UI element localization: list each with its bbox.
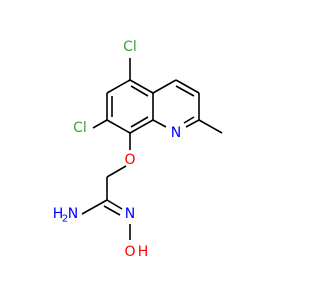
molecule-diagram: Cl Cl N O H 2 N N O H — [53, 39, 223, 260]
bond — [152, 119, 167, 128]
bond — [81, 199, 108, 215]
cl-left-label: Cl — [73, 120, 87, 136]
amine-group: H 2 N — [53, 206, 79, 225]
ether-oxygen-label: O — [124, 152, 135, 168]
bond — [106, 199, 123, 210]
hydroxyl-group: O H — [124, 244, 148, 260]
bond — [106, 165, 127, 178]
bond — [92, 119, 108, 129]
bonds — [81, 58, 223, 240]
atoms: Cl Cl N O H 2 N N O H — [53, 39, 182, 260]
bond — [103, 205, 121, 216]
bond — [130, 116, 149, 128]
bond — [129, 79, 154, 94]
amine-subscript-label: 2 — [62, 214, 68, 225]
amine-n-label: N — [68, 206, 78, 222]
bond — [152, 79, 177, 94]
ring-nitrogen-label: N — [171, 125, 181, 141]
bond — [106, 79, 131, 94]
bond — [185, 119, 200, 128]
amine-h-label: H — [53, 206, 64, 222]
bond — [130, 85, 149, 97]
bond — [198, 119, 223, 134]
cl-top-label: Cl — [123, 39, 137, 55]
bond — [129, 119, 154, 134]
bond — [175, 85, 195, 97]
hydroxyl-oxygen-label: O — [124, 244, 135, 260]
bond — [183, 116, 195, 124]
hydroxyl-h-label: H — [138, 244, 149, 260]
bond — [175, 79, 200, 94]
bond — [106, 119, 131, 134]
imine-nitrogen-label: N — [125, 206, 135, 222]
